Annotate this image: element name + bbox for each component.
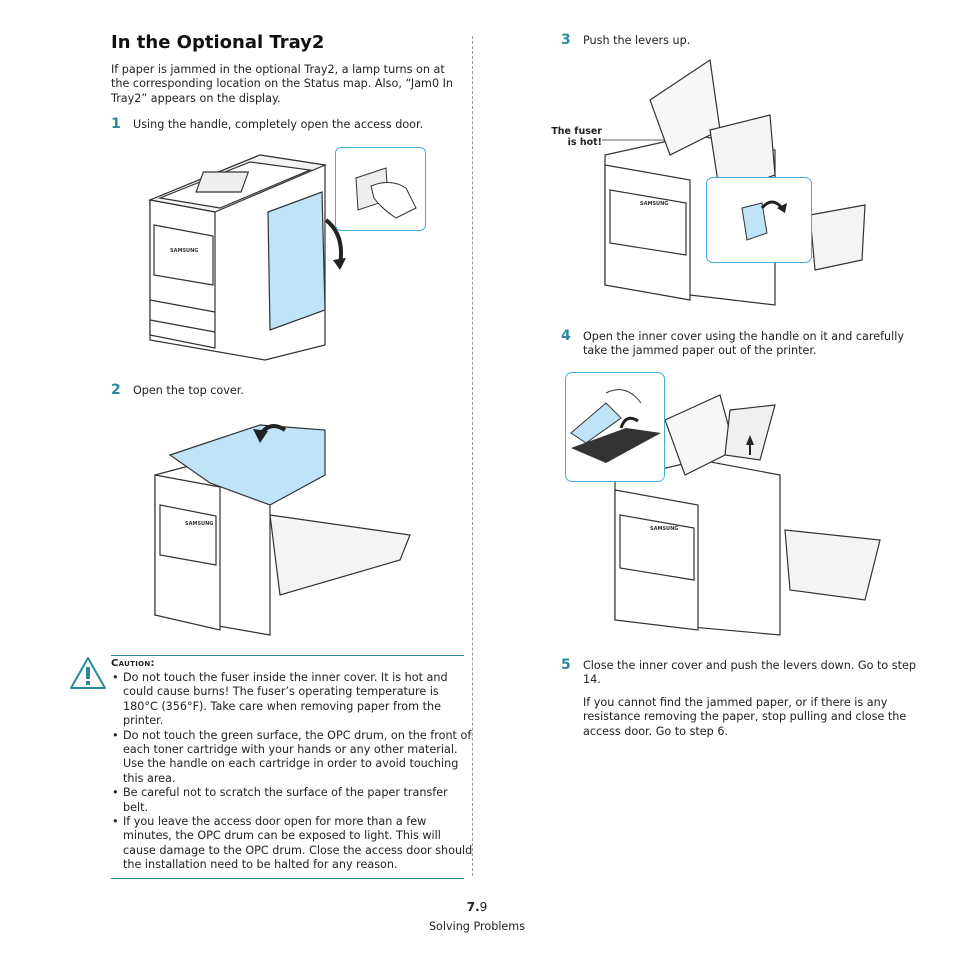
caution-item: Do not touch the green surface, the OPC … [112,729,473,787]
paper-removal-callout [565,372,665,482]
fuser-warning-label: The fuser is hot! [551,126,602,148]
step-4-number: 4 [561,328,571,344]
caution-item: If you leave the access door open for mo… [112,815,473,873]
step-2-text: Open the top cover. [133,384,244,397]
caution-list: Do not touch the fuser inside the inner … [111,671,473,873]
caution-item: Be careful not to scratch the surface of… [112,786,473,815]
brand-label-2: SAMSUNG [185,521,213,527]
page-title: In the Optional Tray2 [111,32,325,53]
handle-callout [335,147,426,231]
step-4-text: Open the inner cover using the handle on… [583,330,904,358]
step-1-number: 1 [111,116,121,132]
step-1-text: Using the handle, completely open the ac… [133,118,424,131]
step-5-text: Close the inner cover and push the lever… [583,659,916,687]
printer-jammed-paper-illustration: SAMSUNG [614,394,881,636]
brand-label-4: SAMSUNG [650,526,678,532]
caution-title: Caution: [111,658,155,669]
step-2-number: 2 [111,382,121,398]
step-5-number: 5 [561,657,571,673]
brand-label-1: SAMSUNG [170,248,198,254]
intro-paragraph: If paper is jammed in the optional Tray2… [111,63,454,105]
caution-box [111,655,464,879]
caution-item: Do not touch the fuser inside the inner … [112,671,473,729]
step-5-note: If you cannot find the jammed paper, or … [583,696,907,738]
section-name: Solving Problems [428,920,526,933]
column-divider [472,36,473,876]
printer-door-open-illustration: SAMSUNG [147,154,346,361]
step-3-number: 3 [561,32,571,48]
brand-label-3: SAMSUNG [640,201,668,207]
step-3-text: Push the levers up. [583,34,691,47]
warning-triangle-icon [70,657,106,689]
page-number: 7.9 [466,900,488,914]
printer-top-cover-illustration: SAMSUNG [154,424,411,636]
lever-callout [706,177,812,263]
